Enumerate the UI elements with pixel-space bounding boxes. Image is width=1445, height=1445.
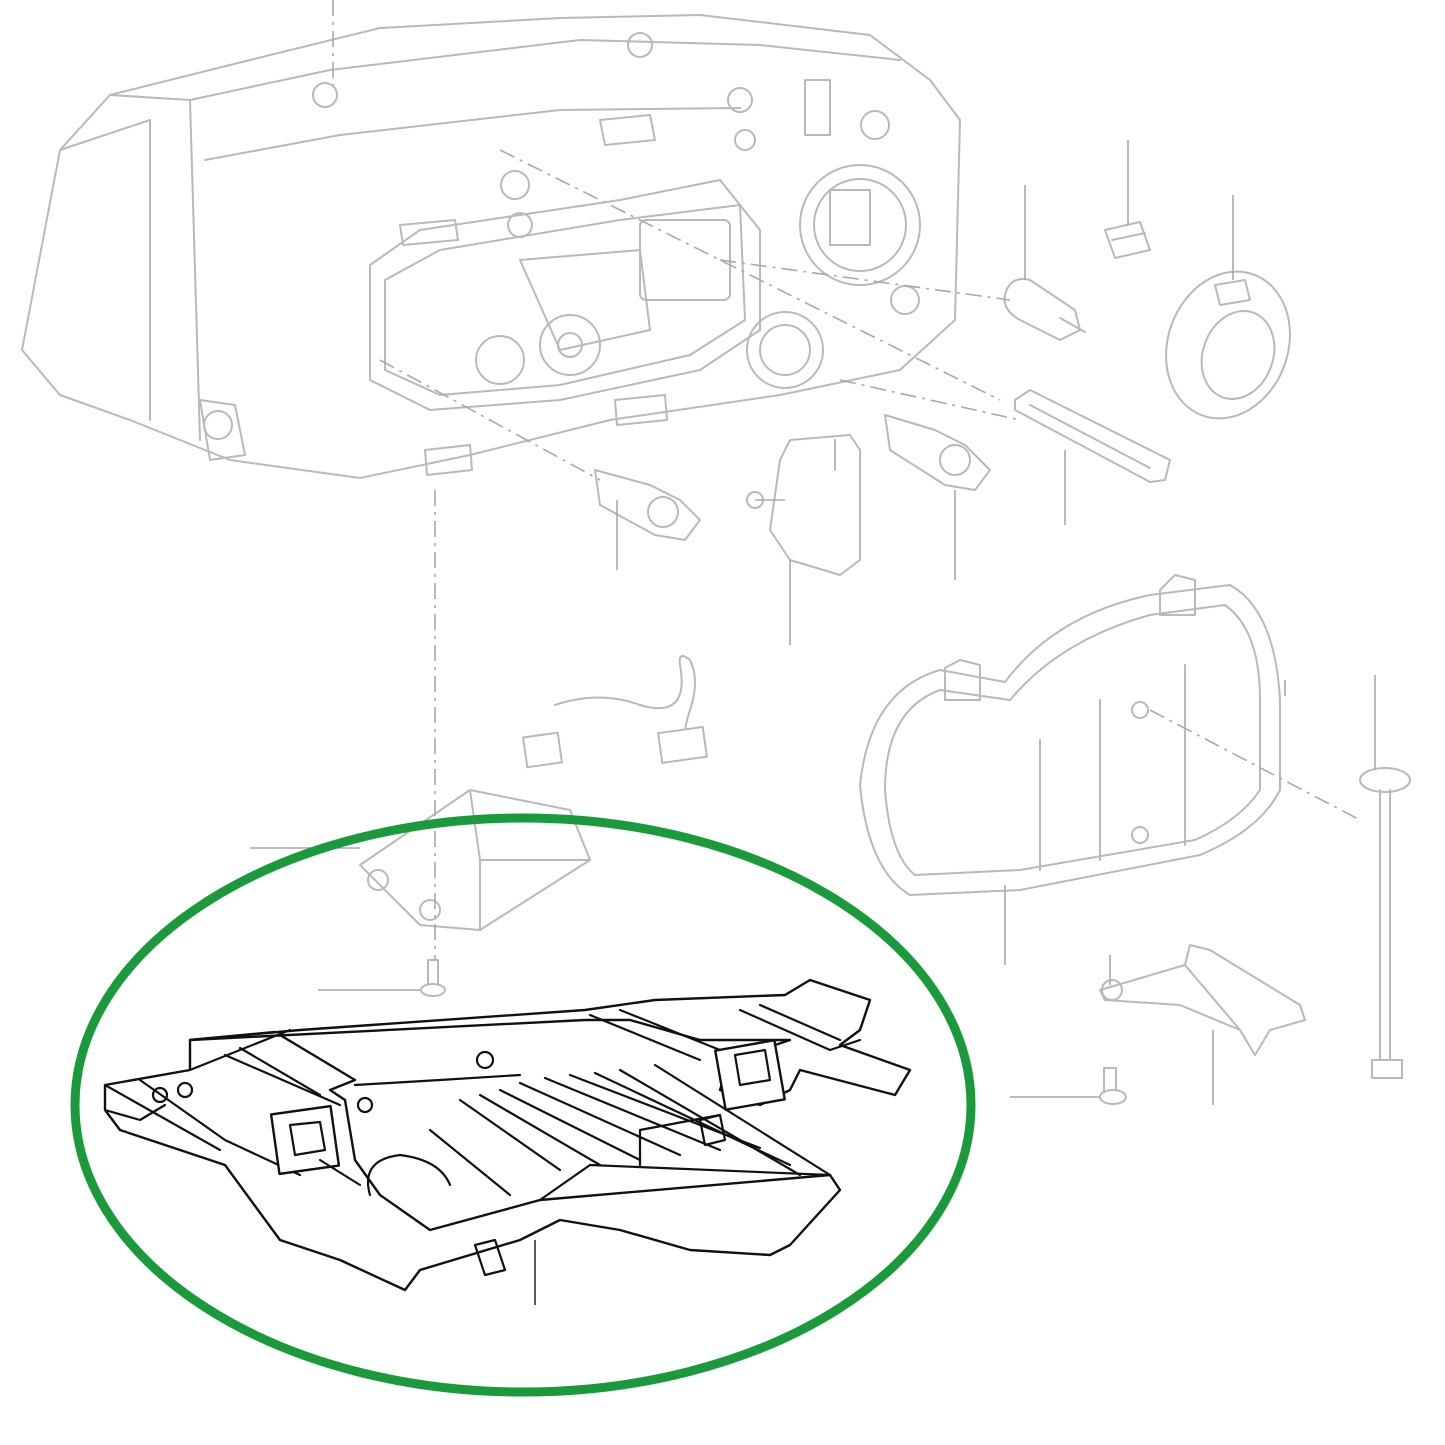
headlamp-housing	[21, 14, 961, 479]
rear-access-cover	[859, 574, 1281, 965]
side-marker-bulb	[1104, 140, 1151, 259]
turn-signal-bulb	[1003, 185, 1086, 341]
screw-left	[318, 959, 446, 997]
lens-cover-cap	[1165, 195, 1291, 420]
screw-right	[1010, 1067, 1127, 1105]
wiring-harness	[522, 655, 708, 769]
bulb-retainer-strip	[1014, 389, 1171, 525]
highlighted-lower-bracket	[103, 978, 912, 1305]
leveling-motor	[746, 434, 861, 645]
assembly-guides	[332, 0, 1361, 960]
adjuster-rod	[1359, 675, 1411, 1079]
ballast-control-unit	[250, 789, 591, 931]
mounting-bracket	[1099, 944, 1306, 1105]
h7-bulb-low	[594, 469, 701, 570]
highlight-ellipse	[70, 813, 976, 1397]
h7-bulb-high	[884, 414, 991, 580]
